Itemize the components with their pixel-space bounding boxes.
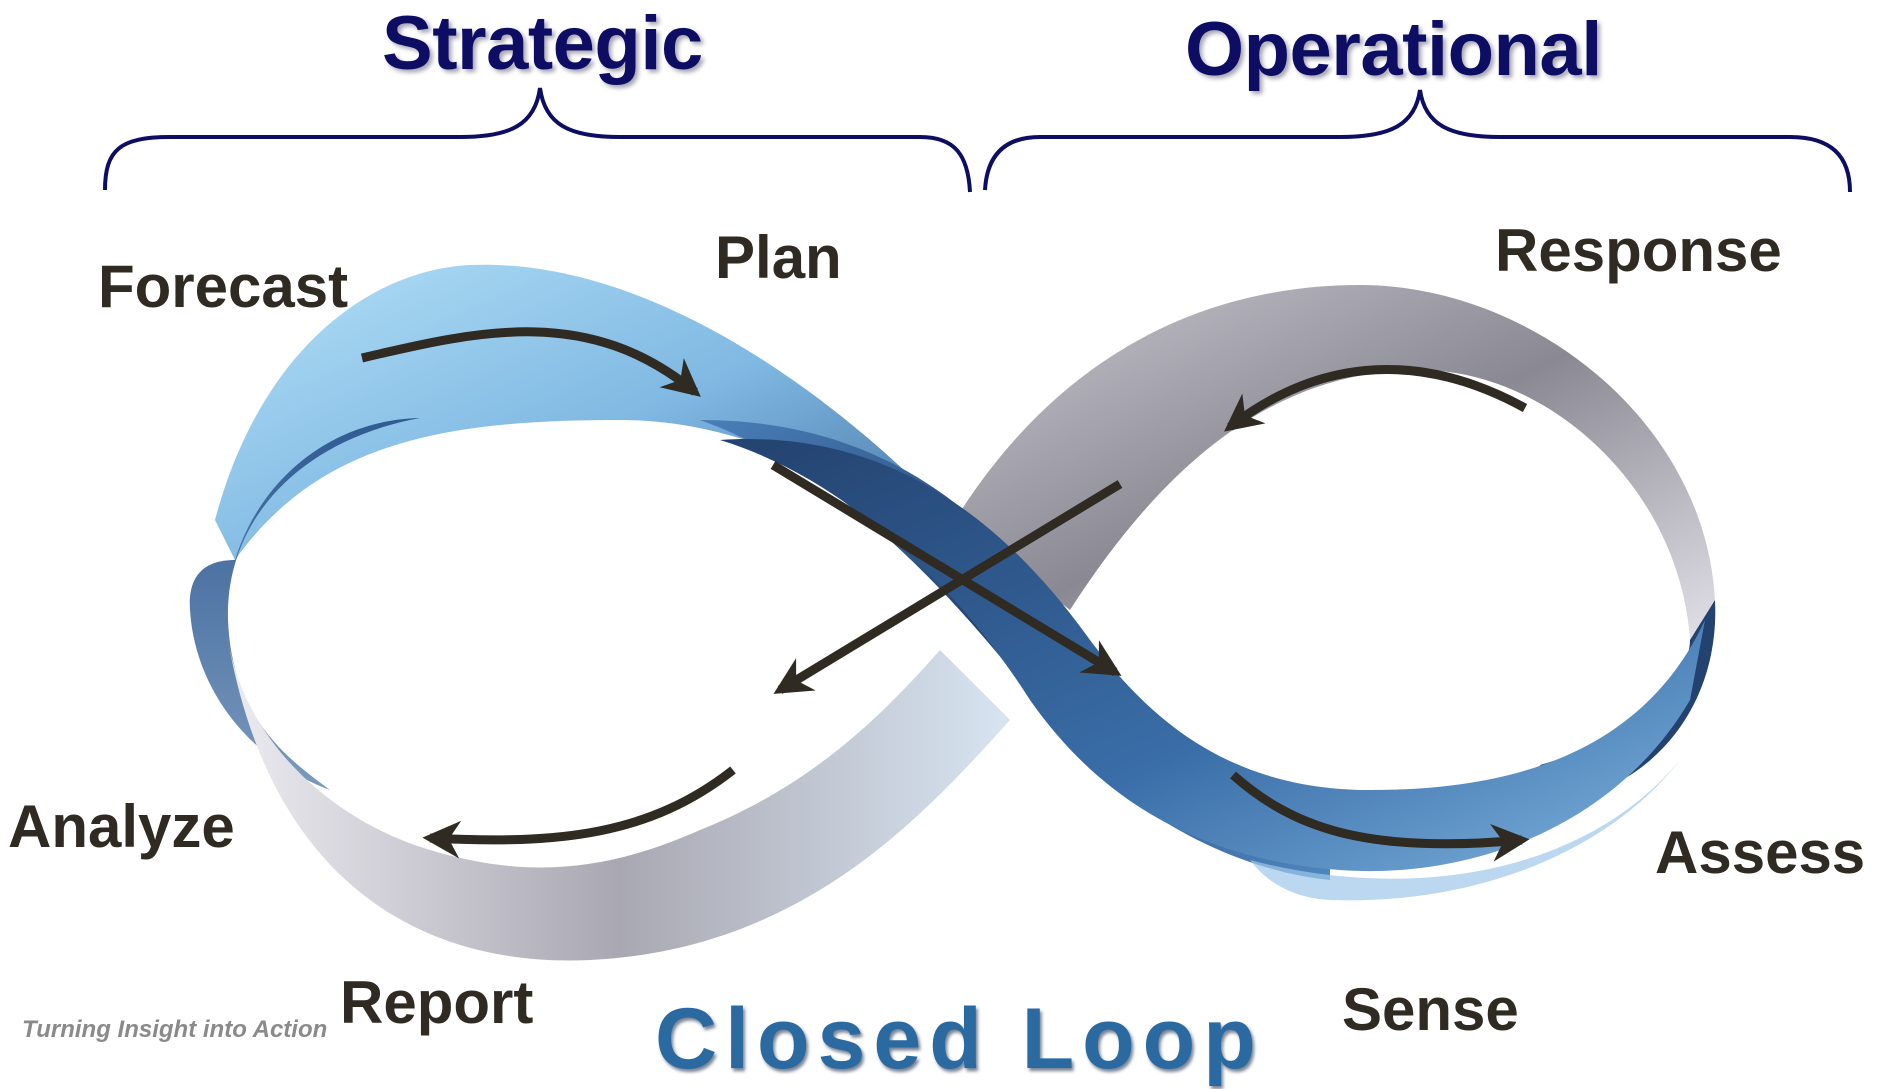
- crossing-band-front: [720, 439, 1705, 872]
- operational-brace: [983, 89, 1852, 193]
- strategic-title: Strategic: [382, 1, 703, 86]
- plan-label: Plan: [715, 224, 842, 291]
- analyze-return-arrow: [422, 766, 736, 859]
- sense-to-assess-arrow: [1230, 771, 1530, 862]
- response-to-analyze-arrow: [773, 480, 1123, 694]
- tagline: Turning Insight into Action: [22, 1016, 328, 1043]
- sense-label: Sense: [1342, 976, 1519, 1043]
- left-loop-bottom-band: [228, 640, 1010, 961]
- forecast-to-plan-arrow: [360, 327, 701, 397]
- analyze-label: Analyze: [8, 793, 235, 860]
- strategic-brace: [103, 87, 972, 193]
- response-return-arrow: [1224, 365, 1528, 432]
- right-loop-gray-band: [955, 285, 1715, 640]
- right-loop-bottom-sheen: [1250, 760, 1680, 901]
- closed-loop-caption: Closed Loop: [655, 991, 1264, 1087]
- report-label: Report: [340, 969, 534, 1036]
- plan-to-assess-arrow: [770, 461, 1122, 676]
- left-loop-top-band: [215, 264, 1060, 650]
- forecast-label: Forecast: [98, 253, 349, 320]
- assess-label: Assess: [1655, 819, 1866, 886]
- response-label: Response: [1495, 217, 1782, 284]
- operational-title: Operational: [1185, 7, 1602, 92]
